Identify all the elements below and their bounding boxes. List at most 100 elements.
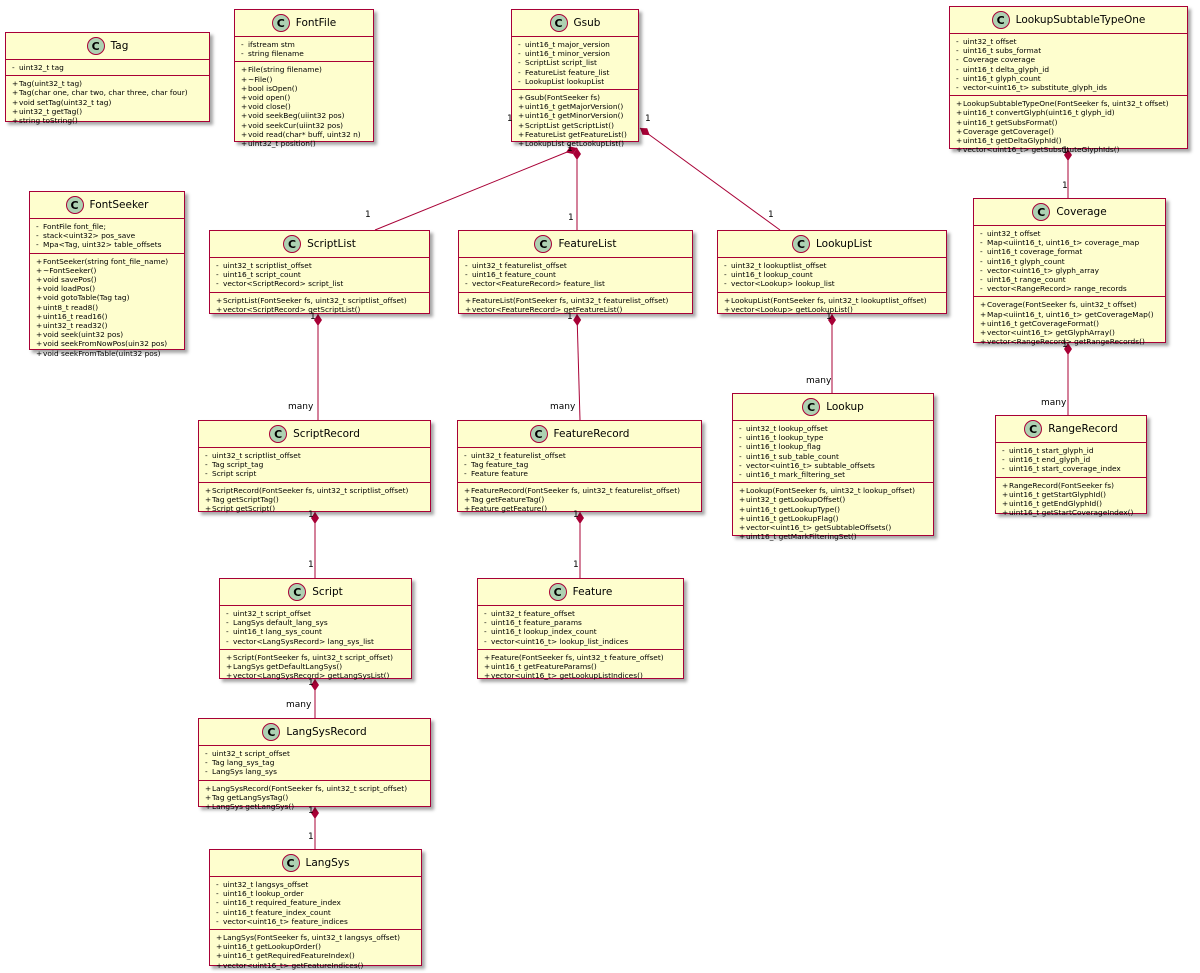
multiplicity-from: 1 [567,312,573,322]
field-text: Mpa<Tag, uint32> table_offsets [43,240,162,250]
field-text: uint16_t range_count [987,275,1066,285]
multiplicity-from: 1 [573,510,579,520]
method-row: +vector<LangSysRecord> getLangSysList() [226,671,405,680]
method-text: uint16_t getStartCoverageIndex() [1009,508,1134,518]
field-row: -uint16_t subs_format [956,46,1181,55]
composition-diamond-icon [640,128,650,136]
private-square-icon: - [216,898,219,908]
field-row: -Feature feature [464,469,695,478]
multiplicity-to: 1 [768,210,774,220]
field-text: Tag script_tag [212,460,264,470]
method-row: +Lookup(FontSeeker fs, uint32_t lookup_o… [739,486,927,495]
class-icon: C [281,854,300,872]
method-text: bool isOpen() [248,83,298,93]
public-circle-icon: + [956,145,963,155]
method-text: string toString() [19,116,78,126]
class-name: Coverage [1056,206,1107,218]
private-square-icon: - [464,460,467,470]
class-name: FontFile [295,17,337,29]
method-row: +Coverage getCoverage() [956,127,1181,136]
field-text: uint16_t feature_index_count [223,907,331,917]
method-text: void seekBeg(uiint32 pos) [248,111,345,121]
private-square-icon: - [956,37,959,46]
private-square-icon: - [205,460,208,470]
class-name: LangSysRecord [286,726,367,738]
field-row: -vector<uint16_t> substitute_glyph_ids [956,83,1181,92]
method-text: LangSys getDefaultLangSys() [233,662,343,672]
public-circle-icon: + [518,111,525,121]
method-text: LangSys(FontSeeker fs, uint32_t langsys_… [223,933,400,943]
fields-section: -uint32_t featurelist_offset-Tag feature… [458,448,701,483]
method-row: +Map<uiint16_t, uint16_t> getCoverageMap… [980,310,1159,319]
private-square-icon: - [1002,464,1005,474]
field-row: -vector<uint16_t> glyph_array [980,266,1159,275]
field-row: -vector<uint16_t> lookup_list_indices [484,637,677,646]
method-text: Feature(FontSeeker fs, uint32_t feature_… [491,652,664,662]
field-text: Feature feature [471,469,528,479]
multiplicity-to: 1 [568,213,574,223]
method-row: +Tag getFeatureTag() [464,495,695,504]
private-square-icon: - [956,64,959,74]
method-row: +uint16_t getMajorVersion() [518,102,632,111]
field-text: vector<FeatureRecord> feature_list [472,279,605,289]
method-row: +LangSys(FontSeeker fs, uint32_t langsys… [216,933,415,942]
private-square-icon: - [216,279,219,289]
field-text: uint32_t tag [19,63,64,72]
field-text: Map<uiint16_t, uint16_t> coverage_map [987,238,1140,248]
method-text: uint16_t getFeatureParams() [491,662,597,672]
public-circle-icon: + [226,671,233,681]
private-square-icon: - [465,270,468,280]
composition-diamond-icon [1064,343,1072,355]
public-circle-icon: + [956,99,963,109]
field-row: -Tag lang_sys_tag [205,758,424,767]
field-text: uint32_t scriptlist_offset [212,451,301,460]
class-name: FontSeeker [89,199,149,211]
composition-diamond-icon [1064,149,1072,161]
method-text: uint8_t read8() [43,302,99,312]
public-circle-icon: + [739,523,746,533]
method-text: void close() [248,102,291,112]
private-square-icon: - [36,231,39,241]
method-row: +void savePos() [36,275,178,284]
public-circle-icon: + [464,494,471,504]
method-text: ~FontSeeker() [43,265,97,275]
method-row: +Coverage(FontSeeker fs, uint32_t offset… [980,300,1159,309]
private-square-icon: - [956,83,959,93]
multiplicity-from: 1 [567,144,573,154]
public-circle-icon: + [36,293,43,303]
field-text: uint16_t script_count [223,270,301,280]
multiplicity-from: 1 [1062,340,1068,350]
method-text: RangeRecord(FontSeeker fs) [1009,480,1115,490]
private-square-icon: - [205,767,208,777]
private-square-icon: - [226,636,229,646]
field-row: -uint16_t lookup_index_count [484,627,677,636]
methods-section: +LookupList(FontSeeker fs, uint32_t look… [718,293,946,317]
field-text: uint16_t coverage_format [987,247,1083,257]
class-icon: C [65,196,84,214]
method-row: +uint16_t getDeltaGlyphId() [956,136,1181,145]
method-text: uint16_t getRequiredFeatureIndex() [223,951,355,961]
method-row: +FeatureList getFeatureList() [518,130,632,139]
field-row: -uint16_t script_count [216,270,423,279]
public-circle-icon: + [956,126,963,136]
method-text: uint16_t getLookupFlag() [746,513,839,523]
